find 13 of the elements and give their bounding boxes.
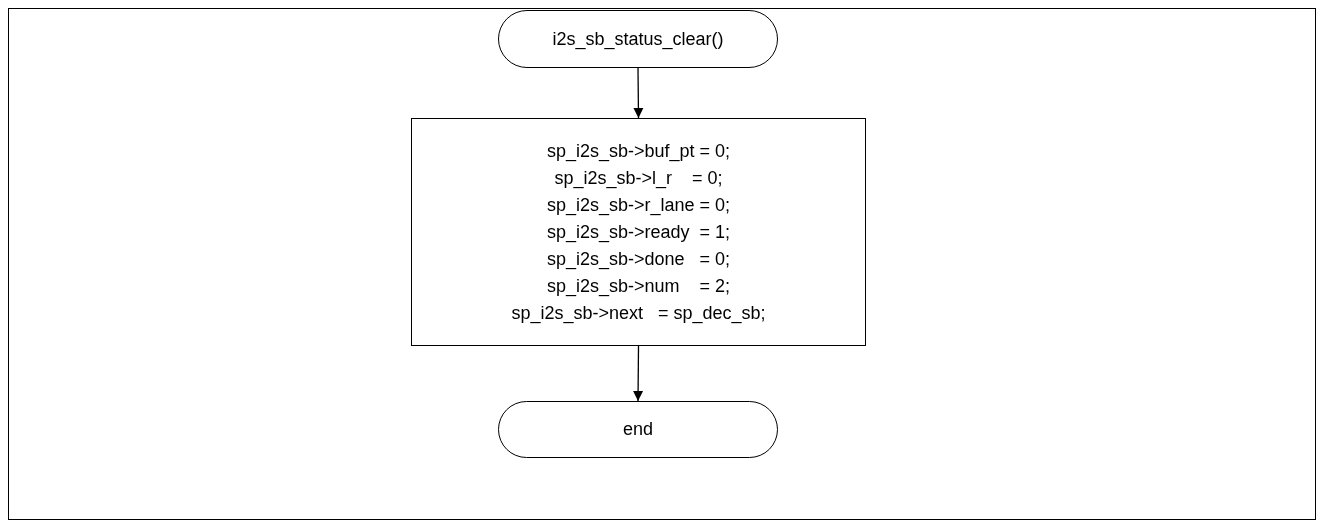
node-text: end [622, 418, 653, 441]
process-box [411, 118, 866, 346]
node-text: i2s_sb_status_clear() [552, 27, 724, 52]
node-text: sp_i2s_sb->r_lane = 0; [546, 193, 731, 218]
node-text: sp_i2s_sb->buf_pt = 0; [546, 139, 731, 164]
arrow [633, 345, 644, 402]
terminal-shape [498, 401, 778, 458]
node-text: sp_i2s_sb->l_r = 0; [554, 166, 723, 191]
node-text: sp_i2s_sb->num = 2; [546, 274, 731, 299]
node-text: sp_i2s_sb->ready = 1; [546, 220, 731, 245]
node-text: sp_i2s_sb->done = 0; [546, 247, 731, 272]
node-text: sp_i2s_sb->next = sp_dec_sb; [511, 301, 766, 326]
arrow [633, 67, 644, 119]
